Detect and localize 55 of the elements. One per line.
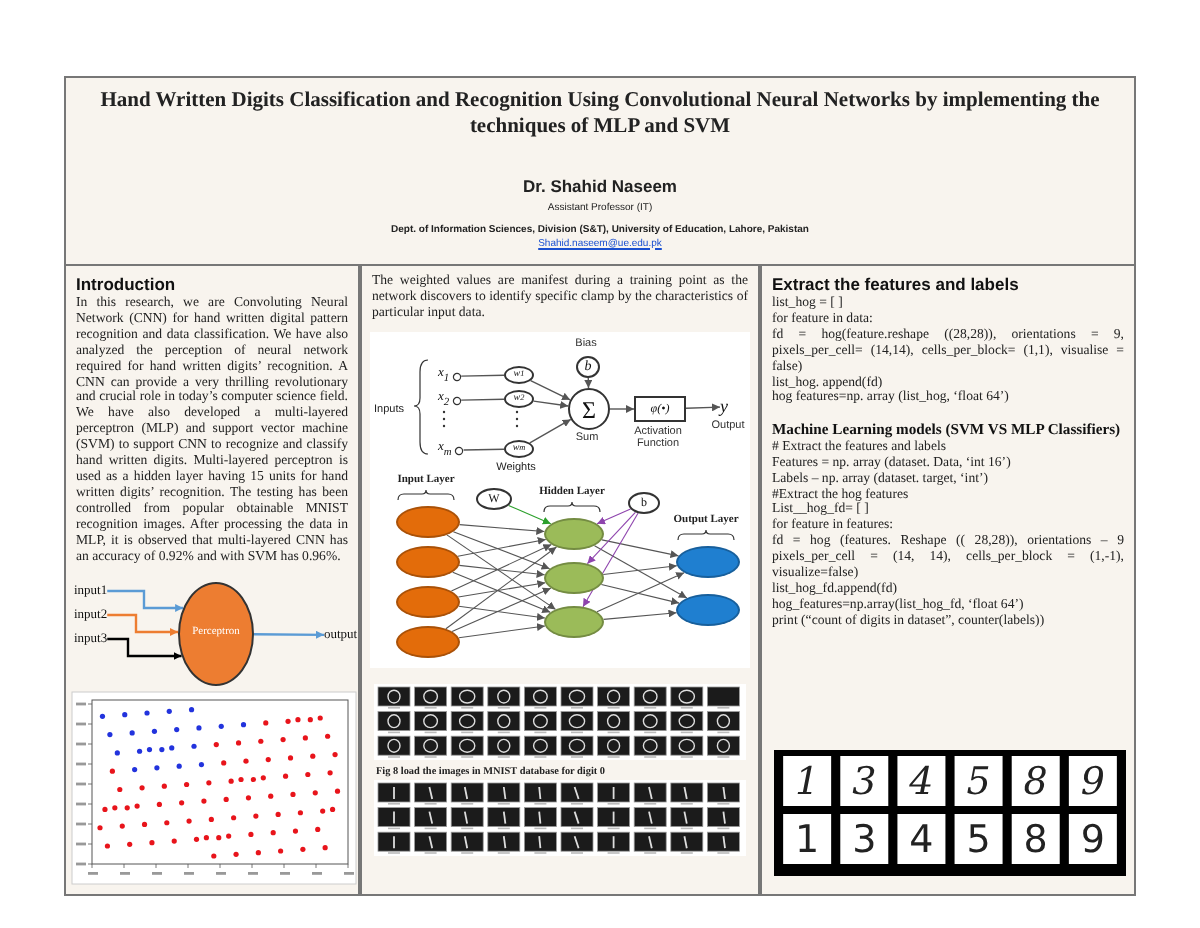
arrow: [596, 508, 632, 525]
connector-line: [460, 398, 505, 401]
text-panel: [760, 264, 1136, 896]
arrow: [609, 405, 635, 413]
arrow: [458, 564, 546, 578]
arrow: [586, 511, 636, 565]
handwritten-digit: 4: [909, 760, 934, 804]
arrow: [107, 613, 178, 636]
handwritten-digit: 5: [966, 760, 991, 804]
connector-line: [462, 448, 505, 451]
arrow: [603, 609, 678, 620]
handwritten-digit: 8: [1023, 818, 1048, 862]
arrow: [584, 377, 593, 389]
handwritten-digit: 9: [1080, 818, 1105, 862]
arrow: [685, 403, 721, 412]
arrow: [107, 589, 184, 612]
handwritten-digit: 1: [795, 818, 820, 862]
arrow: [446, 534, 557, 610]
arrow: [582, 512, 639, 608]
text-panel: [360, 264, 760, 896]
section-heading: Extract the features and labels: [772, 274, 1021, 294]
handwritten-digit: 9: [1080, 760, 1105, 804]
arrow: [451, 587, 552, 632]
arrow: [600, 584, 680, 606]
arrow: [457, 580, 546, 598]
handwritten-digit: 3: [852, 760, 877, 804]
arrow: [458, 623, 546, 639]
arrow: [254, 630, 324, 639]
arrow: [602, 562, 678, 576]
section-heading: Introduction: [76, 274, 178, 294]
handwritten-digit: 8: [1023, 760, 1048, 804]
handwritten-digit: 3: [852, 818, 877, 862]
connector-line: [460, 374, 505, 377]
handwritten-digit: 5: [966, 818, 991, 862]
handwritten-digit: 4: [909, 818, 934, 862]
arrow: [452, 531, 551, 570]
arrow: [508, 504, 552, 525]
arrow: [107, 637, 182, 660]
author-name: Dr. Shahid Naseem: [523, 180, 677, 194]
arrow: [594, 545, 688, 599]
arrow: [457, 537, 547, 557]
arrow: [532, 400, 569, 409]
introduction-panel: [64, 264, 360, 896]
arrow: [601, 539, 680, 559]
arrow: [458, 605, 546, 621]
output-variable: y: [720, 398, 728, 416]
arrow: [529, 379, 571, 401]
arrow: [450, 543, 552, 592]
arrow: [452, 571, 551, 613]
arrow: [445, 546, 557, 630]
arrow: [596, 572, 685, 613]
handwritten-digit: 1: [795, 760, 820, 804]
arrow: [529, 418, 572, 444]
poster-title: Hand Written Digits Classification and Recognition Using Convolutional Neural Networks by implementing the techniques of MLP and SVM: [98, 90, 1102, 140]
arrow: [459, 524, 545, 535]
